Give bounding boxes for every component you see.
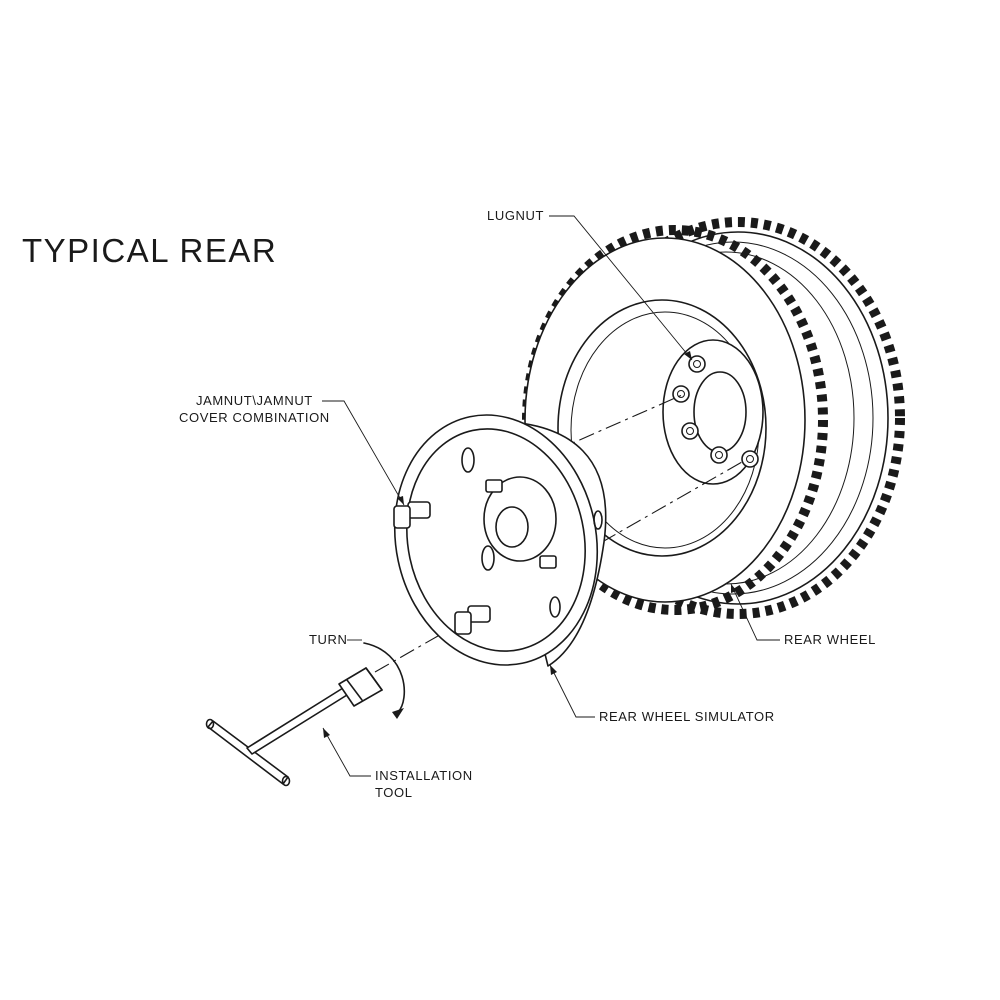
simulator-vent-hole [481,545,495,571]
jamnut [454,605,491,635]
tire-tread-front [522,225,828,615]
lugnut [741,450,759,468]
callout-turn: TURN [309,632,362,647]
wheel-hub-disc [662,339,764,485]
simulator-vent-hole [593,510,603,530]
rear-wheel-simulator [393,414,607,667]
rim-outer-edge [557,299,767,557]
lugnut [672,385,690,403]
label-turn: TURN [309,632,348,647]
label-rear-wheel: REAR WHEEL [784,632,876,647]
simulator-hub-bore [495,506,529,548]
tool-socket [338,667,383,707]
callout-installation-tool: INSTALLATION TOOL [322,727,473,800]
simulator-hub [483,476,557,562]
page-title: TYPICAL REAR [22,232,277,269]
simulator-vent-hole [549,596,561,618]
simulator-inner-rim [406,428,586,652]
curved-rotation-arrow-icon [363,642,405,719]
label-jamnut-line1: JAMNUT\JAMNUT [196,393,313,408]
callout-jamnut: JAMNUT\JAMNUT COVER COMBINATION [179,393,405,506]
label-installation-tool-line2: TOOL [375,785,413,800]
label-jamnut-line2: COVER COMBINATION [179,410,330,425]
label-lugnut: LUGNUT [487,208,544,223]
lugnut [688,355,706,373]
lugnut [681,422,699,440]
callout-rear-wheel: REAR WHEEL [730,583,876,647]
simulator-vent-hole [461,447,475,473]
label-installation-tool-line1: INSTALLATION [375,768,473,783]
label-rear-wheel-simulator: REAR WHEEL SIMULATOR [599,709,775,724]
simulator-hub-stud [485,479,503,493]
jamnut [393,501,431,529]
callout-lugnut: LUGNUT [487,208,693,361]
wheel-lugnuts [672,355,759,468]
lugnut [710,446,728,464]
installation-tool [205,667,383,787]
simulator-hub-stud [539,555,557,569]
callout-rear-wheel-simulator: REAR WHEEL SIMULATOR [549,664,775,724]
